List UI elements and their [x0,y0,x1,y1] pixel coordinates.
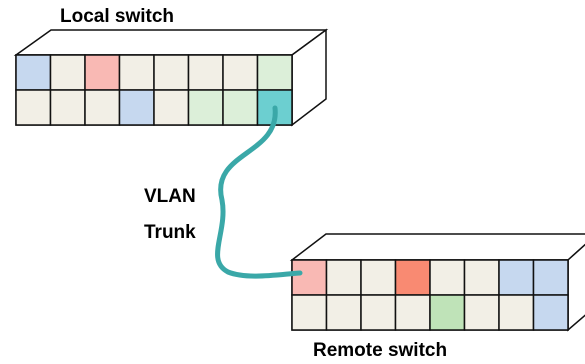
remote-switch-port-bottom-4 [394,294,431,331]
remote-switch-port-top-6 [463,259,500,296]
local-switch-port-bottom-1 [15,89,52,126]
local-switch-port-top-6 [187,54,224,91]
remote-switch-port-bottom-8 [532,294,569,331]
remote-switch-port-top-3 [360,259,397,296]
trunk-label-line2: Trunk [144,222,196,243]
remote-switch-port-top-2 [325,259,362,296]
remote-switch-port-bottom-5 [429,294,466,331]
local-switch: Local switch [13,6,329,127]
trunk-label-line1: VLAN [144,186,196,207]
local-switch-port-bottom-6 [187,89,224,126]
local-switch-port-top-7 [222,54,259,91]
remote-switch-port-bottom-3 [360,294,397,331]
local-switch-port-top-8 [256,54,293,91]
vlan-trunk-cable [215,105,303,279]
remote-switch: Remote switch [289,233,585,361]
local-switch-top-face [13,29,329,56]
local-switch-port-top-5 [153,54,190,91]
remote-switch-port-top-4 [394,259,431,296]
local-switch-port-top-3 [84,54,121,91]
remote-switch-port-top-1 [291,259,328,296]
remote-switch-port-bottom-2 [325,294,362,331]
remote-switch-ports [291,259,569,331]
local-switch-port-bottom-3 [84,89,121,126]
remote-switch-port-bottom-6 [463,294,500,331]
remote-switch-port-bottom-1 [291,294,328,331]
local-switch-port-top-4 [118,54,155,91]
remote-switch-port-bottom-7 [498,294,535,331]
remote-switch-top-face [289,233,585,261]
local-switch-port-bottom-4 [118,89,155,126]
local-switch-port-bottom-2 [49,89,86,126]
local-switch-port-bottom-7 [222,89,259,126]
remote-switch-port-top-8 [532,259,569,296]
remote-switch-label: Remote switch [313,340,447,361]
remote-switch-port-top-7 [498,259,535,296]
remote-switch-port-top-5 [429,259,466,296]
local-switch-label: Local switch [60,6,174,27]
local-switch-port-top-2 [49,54,86,91]
local-switch-port-top-1 [15,54,52,91]
local-switch-port-bottom-5 [153,89,190,126]
local-switch-ports [15,54,293,126]
